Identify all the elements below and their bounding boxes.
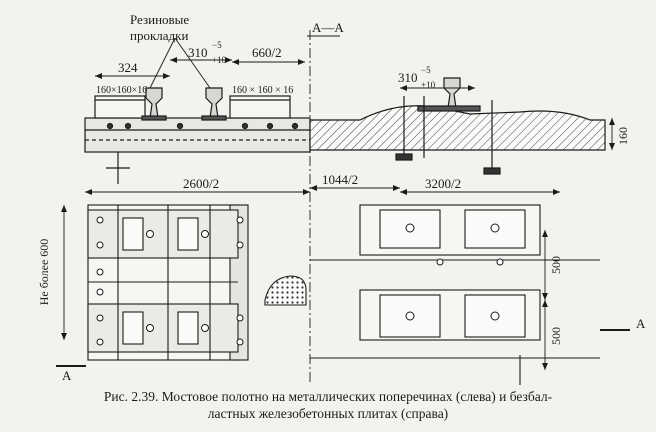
rubber-pad-1 — [141, 115, 167, 121]
label-rubber-pads-2: прокладки — [130, 28, 188, 43]
caption-line-2: ластных железобетонных плитах (справа) — [207, 406, 449, 421]
label-dim-310-left-sub: +10 — [212, 55, 227, 65]
steel-beam — [84, 117, 311, 153]
label-dim-324: 324 — [118, 60, 138, 75]
label-dim-310-right-sup: −5 — [421, 65, 431, 75]
angle-left-1 — [94, 95, 146, 119]
label-dim-500-top: 500 — [549, 256, 563, 274]
label-mark-a-right: А — [636, 316, 646, 331]
label-dim-2600-2: 2600/2 — [183, 176, 219, 191]
rail-right — [443, 77, 461, 109]
label-dim-3200-2: 3200/2 — [425, 176, 461, 191]
label-angle-left: 160×160×16 — [96, 85, 147, 96]
label-dim-310-left-sup: −5 — [212, 40, 222, 50]
label-section: А—А — [312, 20, 344, 35]
label-mark-a-left: А — [62, 368, 72, 383]
rubber-pad-2 — [201, 115, 227, 121]
label-dim-310-left: 310 — [188, 45, 208, 60]
label-dim-660-2: 660/2 — [252, 45, 282, 60]
label-dim-1044-2: 1044/2 — [322, 172, 358, 187]
plan-bolts — [96, 216, 504, 346]
label-dim-160: 160 — [616, 127, 630, 145]
caption-line-1: Рис. 2.39. Мостовое полотно на металличе… — [103, 389, 553, 404]
figure-caption: Рис. 2.39. Мостовое полотно на металличе… — [0, 388, 656, 432]
dimension-lines-top — [85, 35, 615, 195]
angle-right-1 — [229, 95, 291, 119]
bridge-deck-drawing: Резиновые прокладки А—А 324 310 −5 +10 6… — [37, 12, 646, 385]
drawing-labels: Резиновые прокладки А—А 324 310 −5 +10 6… — [37, 12, 646, 383]
label-dim-600: Не более 600 — [37, 239, 51, 306]
rail-left-1 — [145, 87, 163, 119]
label-dim-310-right: 310 — [398, 70, 418, 85]
concrete-slab — [309, 105, 606, 151]
cross-tie-2 — [87, 303, 239, 353]
label-angle-right: 160 × 160 × 16 — [232, 85, 293, 96]
dotted-area — [264, 275, 307, 306]
rail-left-2 — [205, 87, 223, 119]
cross-tie-1 — [87, 209, 239, 259]
label-dim-500-bottom: 500 — [549, 327, 563, 345]
label-dim-310-right-sub: +10 — [421, 80, 436, 90]
label-rubber-pads-1: Резиновые — [130, 12, 189, 27]
plan-view — [56, 204, 630, 385]
